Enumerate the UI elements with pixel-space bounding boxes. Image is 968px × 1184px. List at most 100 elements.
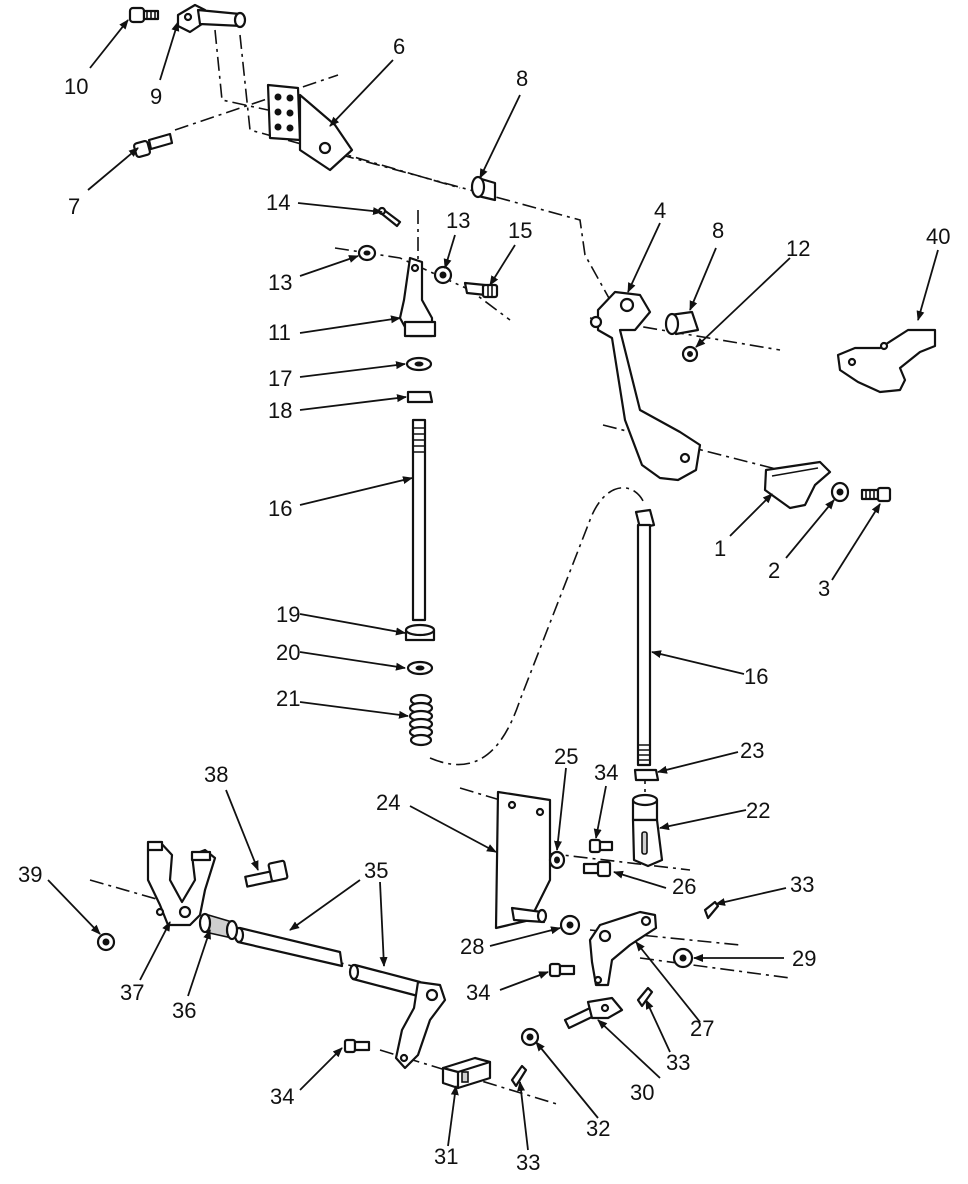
leader-15 (489, 244, 516, 286)
part-34-bolt-middle (548, 962, 576, 978)
callout-37: 37 (120, 980, 144, 1005)
callout-14: 14 (266, 190, 290, 215)
callout-26: 26 (672, 874, 696, 899)
part-4-pedal-lever (589, 290, 702, 482)
callout-8b: 8 (712, 218, 724, 243)
part-11-clevis-arm (398, 256, 437, 338)
part-40-plate (836, 328, 937, 394)
callout-36: 36 (172, 998, 196, 1023)
callout-34c: 34 (270, 1084, 294, 1109)
callout-2: 2 (768, 558, 780, 583)
callout-27: 27 (690, 1016, 714, 1041)
part-8-bushing-upper (470, 175, 497, 202)
callout-31: 31 (434, 1144, 458, 1169)
leader-33a (715, 887, 787, 906)
callout-13a: 13 (446, 208, 470, 233)
part-36-bushing (198, 912, 239, 941)
callout-19: 19 (276, 602, 300, 627)
part-21-spring (408, 693, 434, 747)
leader-6 (329, 59, 394, 127)
parts (96, 3, 937, 1090)
leader-10 (89, 19, 129, 69)
axis-29-low (639, 957, 791, 979)
callout-1: 1 (714, 536, 726, 561)
leader-34c (299, 1047, 343, 1091)
part-8-bushing-right (664, 310, 700, 336)
leader-17 (299, 361, 406, 378)
axis-29-line (589, 929, 741, 946)
part-33-pin-middle (636, 986, 654, 1008)
callout-9: 9 (150, 84, 162, 109)
callout-15: 15 (508, 218, 532, 243)
callout-39: 39 (18, 862, 42, 887)
leader-3 (831, 503, 881, 581)
part-24-bracket-plate (494, 790, 552, 930)
leader-31 (447, 1085, 459, 1147)
callout-28: 28 (460, 934, 484, 959)
part-15-pin (463, 281, 499, 299)
part-18-nut (406, 390, 434, 404)
callout-10: 10 (64, 74, 88, 99)
leader-12 (695, 257, 791, 348)
callout-33b: 33 (666, 1050, 690, 1075)
part-14-cotter-pin (377, 206, 402, 228)
axis-37-line (89, 879, 161, 901)
leader-11 (299, 315, 401, 334)
part-30-rod-end (563, 996, 624, 1030)
callout-34b: 34 (466, 980, 490, 1005)
callout-3: 3 (818, 576, 830, 601)
callout-22: 22 (746, 798, 770, 823)
leader-27 (635, 941, 701, 1023)
part-10-bolt (128, 6, 160, 24)
leader-36 (187, 929, 211, 997)
assembly-lines (89, 29, 791, 1106)
axis-6-to-8 (329, 149, 461, 189)
leader-40 (916, 249, 939, 321)
leader-28 (489, 926, 561, 947)
part-35-shaft-arm (233, 926, 447, 1070)
part-9-pin (176, 3, 247, 34)
part-26-bolt (582, 860, 612, 878)
leader-14 (297, 202, 383, 216)
leader-33b (645, 999, 671, 1053)
leader-19 (299, 613, 406, 636)
callout-32: 32 (586, 1116, 610, 1141)
part-27-bell-crank (588, 910, 658, 987)
callout-18: 18 (268, 398, 292, 423)
callout-17: 17 (268, 366, 292, 391)
leader-24 (409, 805, 497, 853)
callout-20: 20 (276, 640, 300, 665)
leader-4 (627, 222, 661, 293)
leader-1 (729, 493, 773, 537)
leader-18 (299, 394, 407, 411)
callout-7: 7 (68, 194, 80, 219)
leader-8a (479, 94, 521, 179)
callout-35: 35 (364, 858, 388, 883)
callout-16b: 16 (744, 664, 768, 689)
leader-16a (299, 476, 413, 506)
part-33-pin-lower (510, 1064, 528, 1088)
leader-21 (299, 701, 409, 719)
callout-8a: 8 (516, 66, 528, 91)
leader-23 (657, 751, 739, 774)
callout-30: 30 (630, 1080, 654, 1105)
callout-34a: 34 (594, 760, 618, 785)
part-22-clevis (631, 793, 664, 868)
part-7-bolt (133, 132, 174, 158)
part-16-rod-left (411, 418, 427, 622)
axis-7-to-6 (174, 74, 339, 131)
callout-leaders (47, 19, 939, 1151)
callout-29: 29 (792, 946, 816, 971)
part-37-shift-fork (146, 840, 217, 927)
callout-11: 11 (268, 320, 291, 345)
part-1-pedal-pad (763, 460, 832, 510)
leader-35a (289, 879, 361, 931)
axis-24-top (459, 787, 501, 801)
callout-23: 23 (740, 738, 764, 763)
leader-38 (225, 789, 259, 871)
leader-39 (47, 879, 101, 935)
callout-12: 12 (786, 236, 810, 261)
callout-16a: 16 (268, 496, 292, 521)
